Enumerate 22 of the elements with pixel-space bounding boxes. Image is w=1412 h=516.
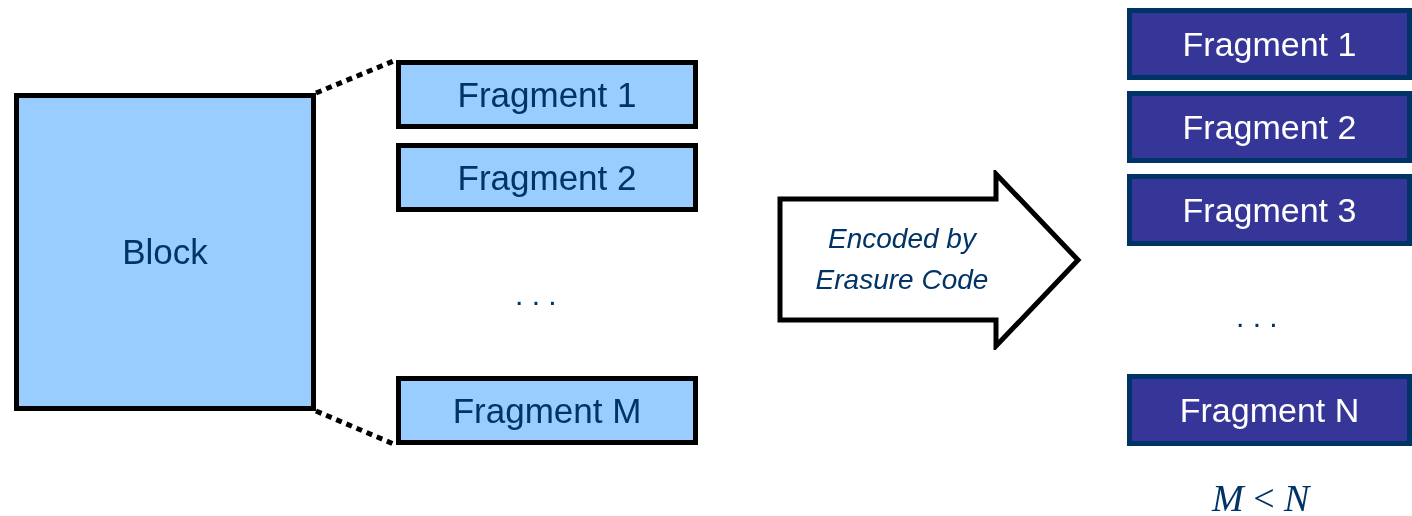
block-arrow <box>776 170 1084 350</box>
fragment-box <box>1127 91 1412 163</box>
box-label: Block <box>122 232 208 272</box>
box-label: Fragment M <box>452 390 642 431</box>
fragment-box <box>1127 174 1412 246</box>
fragment-box <box>396 143 698 212</box>
ellipsis: . . . <box>1236 300 1278 334</box>
inequality: M < N <box>1212 476 1310 516</box>
box-label: Fragment 1 <box>457 74 637 115</box>
fragment-box <box>396 60 698 129</box>
block-box <box>14 93 316 411</box>
ellipsis: . . . <box>515 278 557 312</box>
box-label: Fragment 3 <box>1182 190 1357 230</box>
box-label: Fragment N <box>1179 390 1360 430</box>
fragment-box <box>396 376 698 445</box>
fragment-box <box>1127 8 1412 80</box>
dotted-line <box>315 57 397 96</box>
fragment-box <box>1127 374 1412 446</box>
box-label: Fragment 1 <box>1182 24 1357 64</box>
arrow-label: Encoded by Erasure Code <box>814 222 990 297</box>
box-label: Fragment 2 <box>457 157 637 198</box>
box-label: Fragment 2 <box>1182 107 1357 147</box>
